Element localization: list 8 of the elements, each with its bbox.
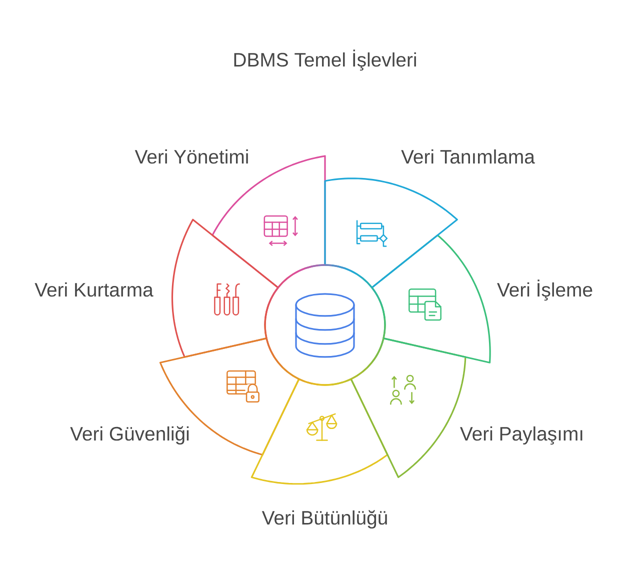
category-label: Veri Paylaşımı — [460, 426, 582, 445]
category-label: Veri Tanımlama — [401, 149, 535, 164]
title: DBMS Temel İşlevleri — [234, 50, 416, 71]
category-label: Veri Bütünlüğü — [262, 510, 387, 529]
category-label: Veri Kurtarma — [34, 282, 154, 297]
category-label: Veri Yönetimi — [134, 149, 248, 164]
category-label: Veri İşleme — [497, 280, 592, 301]
category-label: Veri Güvenliği — [70, 426, 189, 445]
